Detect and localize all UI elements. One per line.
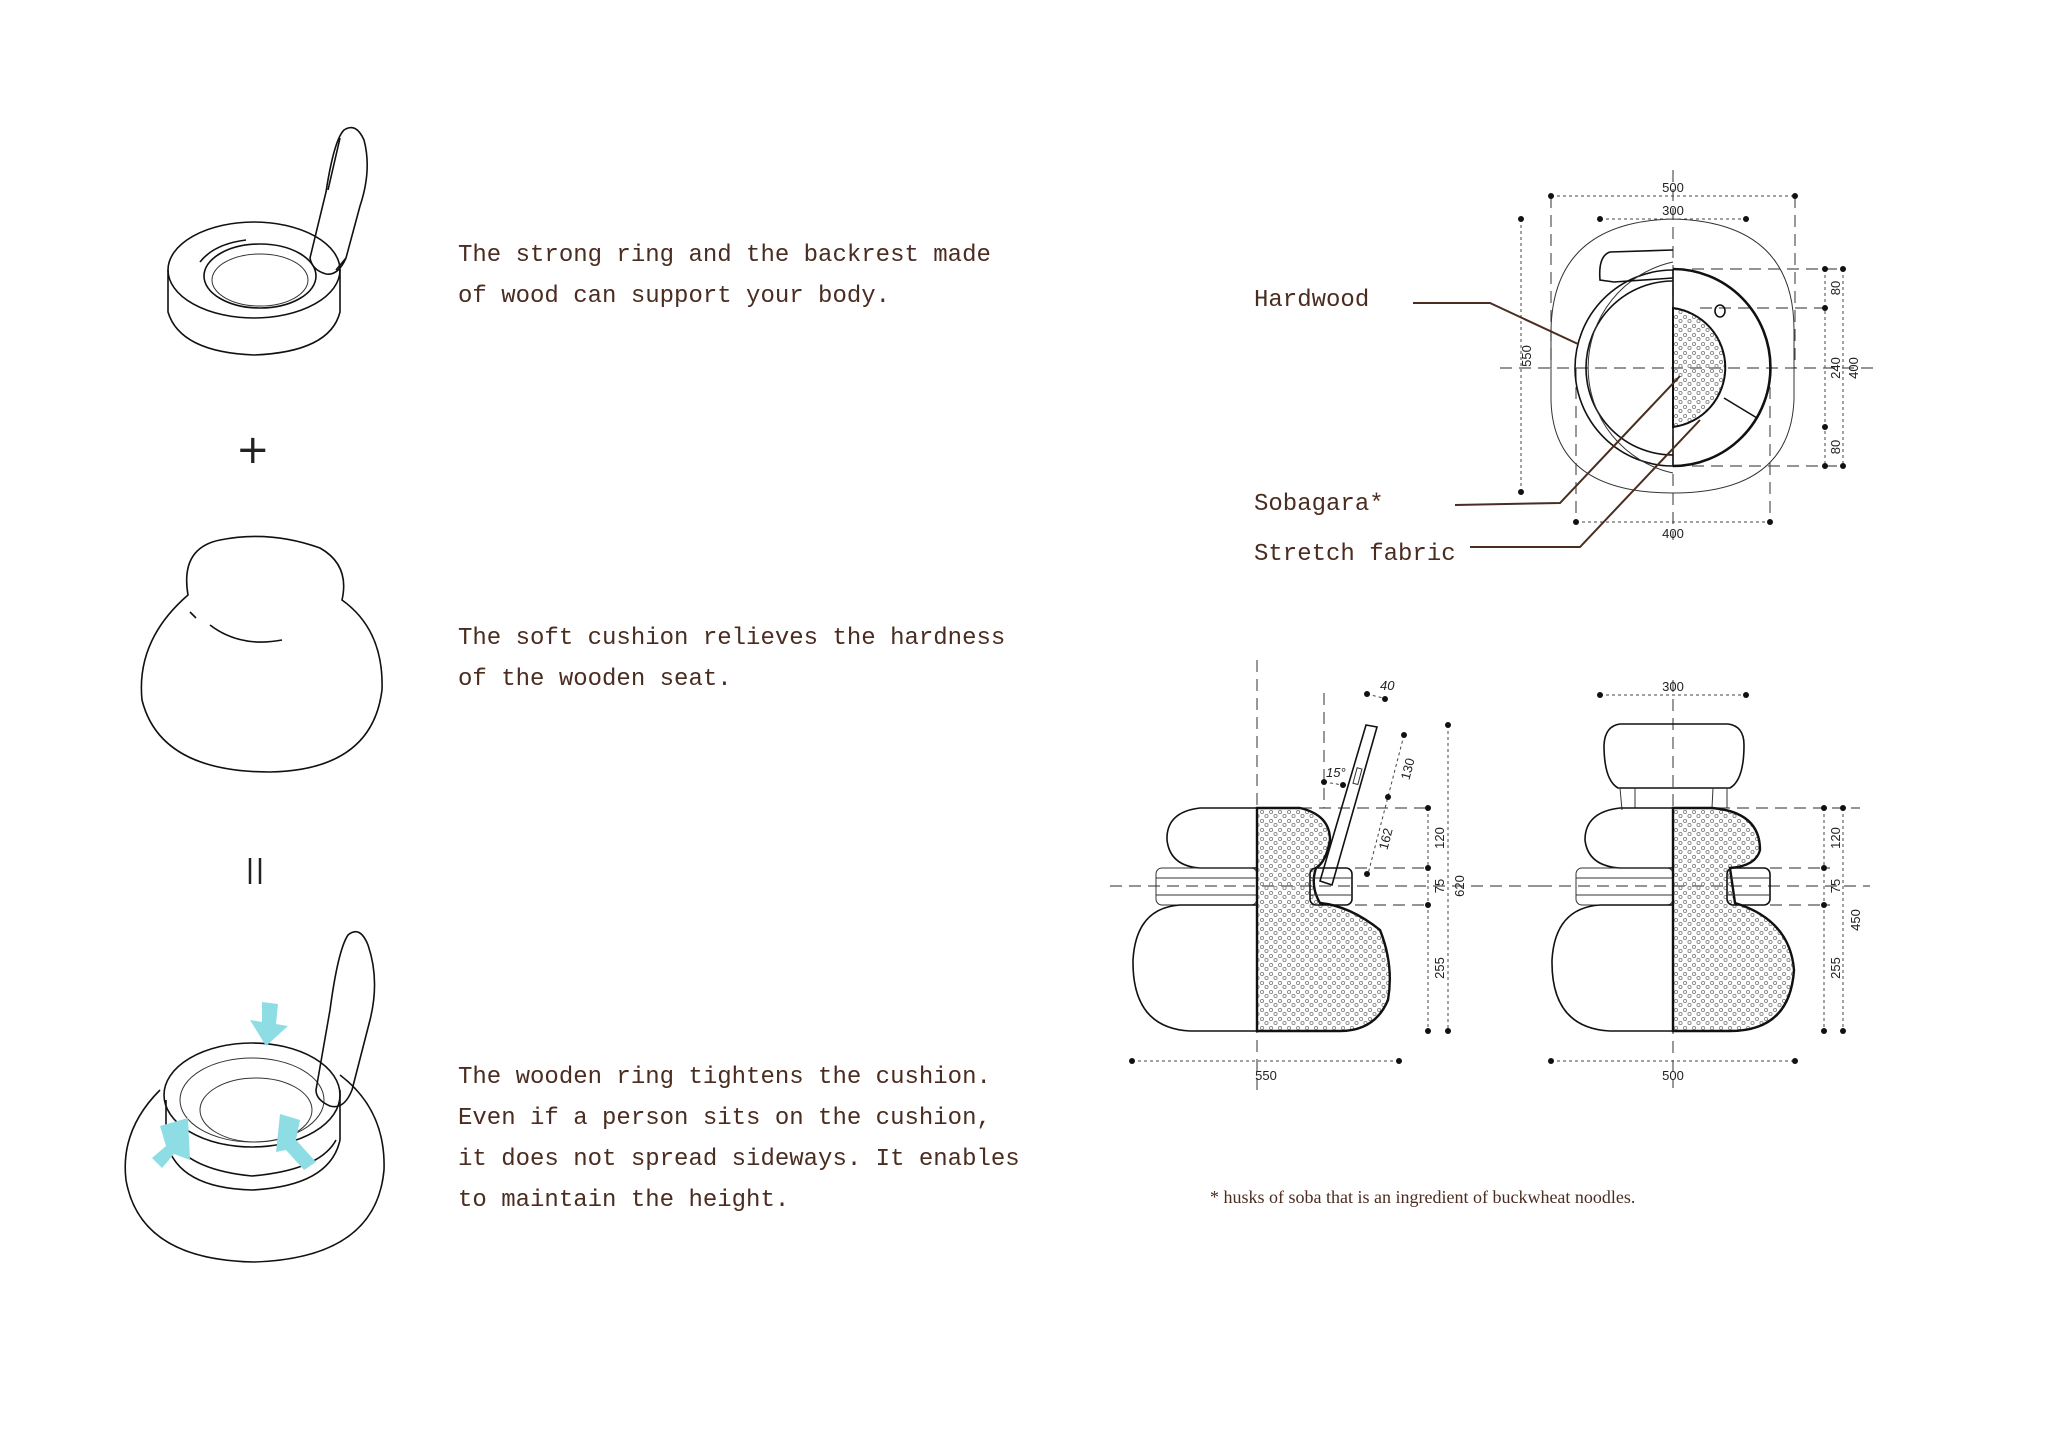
dim-side-130: 130	[1398, 756, 1418, 781]
label-sobagara: Sobagara*	[1254, 491, 1384, 518]
dim-front-300: 300	[1662, 679, 1684, 694]
dim-plan-80-top: 80	[1828, 281, 1843, 295]
label-hardwood: Hardwood	[1254, 287, 1370, 314]
sobagara-leader	[1454, 375, 1681, 506]
ring-backrest-illustration	[167, 126, 368, 356]
dim-plan-300: 300	[1662, 203, 1684, 218]
dim-front-120: 120	[1828, 827, 1843, 849]
text-line: it does not spread sideways. It enables	[458, 1146, 1020, 1173]
dim-side-162: 162	[1376, 826, 1396, 851]
dim-side-angle: 15°	[1326, 765, 1346, 780]
text-line: of the wooden seat.	[458, 666, 732, 693]
text-line: to maintain the height.	[458, 1187, 790, 1214]
equals-operator	[248, 858, 262, 884]
dim-side-550: 550	[1255, 1068, 1277, 1083]
dim-plan-240: 240	[1828, 357, 1843, 379]
stretch-fabric-leader	[1470, 419, 1701, 548]
text-line: Even if a person sits on the cushion,	[458, 1105, 991, 1132]
step-1-description: The strong ring and the backrest made of …	[458, 235, 991, 317]
dim-plan-400-total: 400	[1846, 357, 1861, 379]
text-line: The strong ring and the backrest made	[458, 242, 991, 269]
dim-side-255: 255	[1432, 957, 1447, 979]
text-line: of wood can support your body.	[458, 283, 891, 310]
dim-front-450: 450	[1848, 909, 1863, 931]
dim-plan-500: 500	[1662, 180, 1684, 195]
label-stretch-fabric: Stretch fabric	[1254, 541, 1456, 568]
dim-plan-400: 400	[1662, 526, 1684, 541]
footnote: * husks of soba that is an ingredient of…	[1210, 1187, 1636, 1207]
plus-operator: +	[236, 427, 270, 473]
dim-front-255: 255	[1828, 957, 1843, 979]
front-view: 300 500 120 75 255 450	[1540, 679, 1870, 1088]
dim-side-620: 620	[1452, 875, 1467, 897]
dim-side-40: 40	[1380, 678, 1395, 693]
dim-side-75: 75	[1432, 879, 1447, 893]
side-view: 550 120 75 255 620 40 130 162 15°	[1110, 660, 1540, 1090]
dim-side-120: 120	[1432, 827, 1447, 849]
step-3-description: The wooden ring tightens the cushion. Eve…	[458, 1057, 1020, 1221]
arrow-icon	[276, 1114, 316, 1170]
arrow-icon	[250, 1002, 288, 1046]
assembled-illustration	[124, 930, 385, 1263]
cushion-illustration	[140, 535, 383, 773]
dim-front-500: 500	[1662, 1068, 1684, 1083]
hardwood-leader	[1413, 302, 1579, 345]
dim-plan-80-bottom: 80	[1828, 440, 1843, 454]
plan-view: 500 300 550 400 80 240 80 400	[1413, 170, 1880, 548]
dim-front-75: 75	[1828, 879, 1843, 893]
dim-plan-550: 550	[1519, 345, 1534, 367]
text-line: The soft cushion relieves the hardness	[458, 625, 1006, 652]
text-line: The wooden ring tightens the cushion.	[458, 1064, 991, 1091]
arrow-icon	[152, 1118, 190, 1168]
step-2-description: The soft cushion relieves the hardness of…	[458, 618, 1005, 700]
